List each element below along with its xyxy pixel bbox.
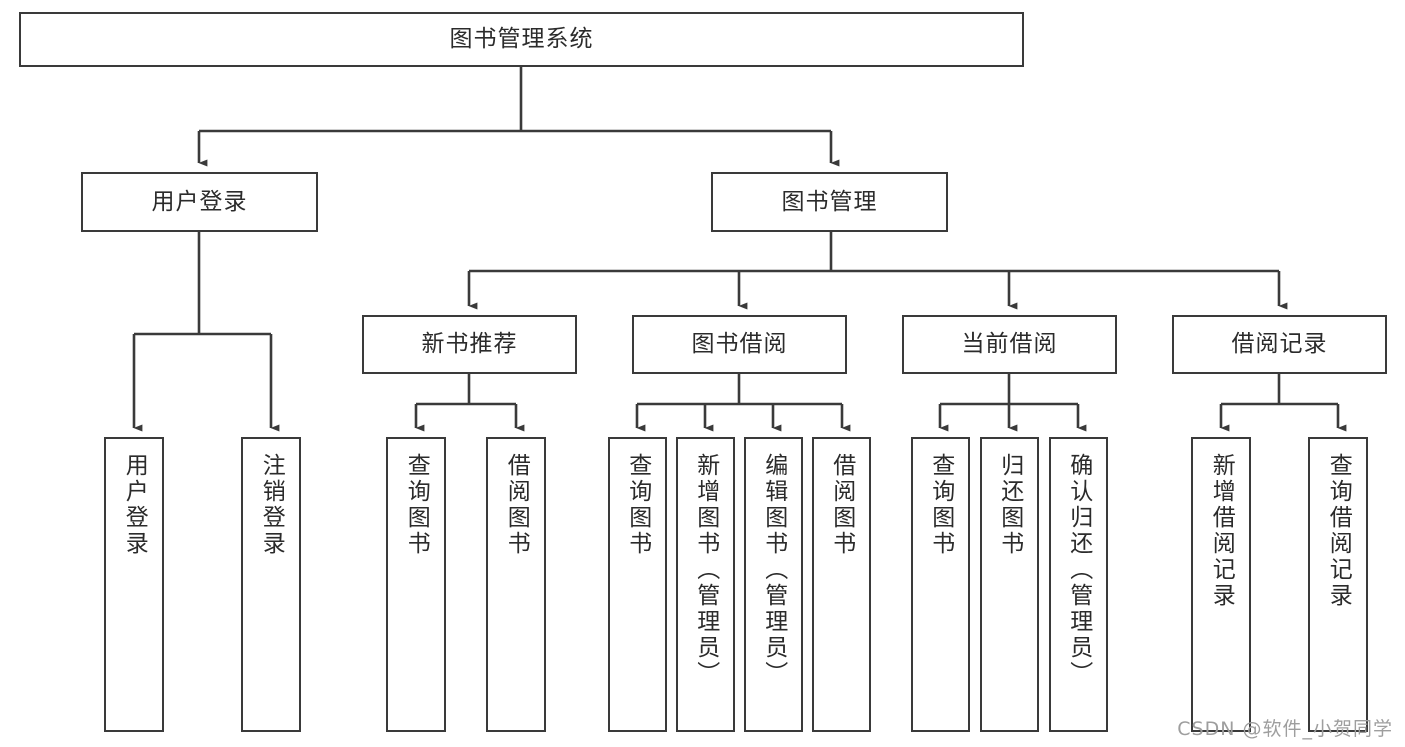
leaf-book-borrow-add[interactable]: 新增图书（管理员） [676,437,735,732]
node-book-borrow-label: 图书借阅 [691,331,788,358]
leaf-current-borrow-query[interactable]: 查询图书 [911,437,970,732]
node-borrow-record[interactable]: 借阅记录 [1172,315,1387,374]
node-current-borrow-label: 当前借阅 [961,331,1058,358]
leaf-current-borrow-query-label: 查询图书 [927,453,954,557]
leaf-user-login-signout-label: 注销登录 [258,453,285,557]
leaf-book-borrow-lend-label: 借阅图书 [828,453,855,557]
node-user-login-label: 用户登录 [151,188,248,215]
leaf-borrow-record-query[interactable]: 查询借阅记录 [1308,437,1368,732]
leaf-current-borrow-return-label: 归还图书 [996,453,1023,557]
leaf-user-login-signin-label: 用户登录 [121,453,148,557]
leaf-book-borrow-add-label: 新增图书（管理员） [692,453,719,687]
leaf-book-borrow-edit[interactable]: 编辑图书（管理员） [744,437,803,732]
node-root-label: 图书管理系统 [449,26,594,53]
leaf-new-book-borrow-label: 借阅图书 [503,453,530,557]
node-current-borrow[interactable]: 当前借阅 [902,315,1117,374]
node-user-login[interactable]: 用户登录 [81,172,318,232]
leaf-borrow-record-query-label: 查询借阅记录 [1325,453,1352,609]
leaf-user-login-signin[interactable]: 用户登录 [104,437,164,732]
leaf-user-login-signout[interactable]: 注销登录 [241,437,301,732]
leaf-current-borrow-confirm-return-label: 确认归还（管理员） [1065,453,1092,687]
leaf-new-book-query[interactable]: 查询图书 [386,437,446,732]
leaf-book-borrow-query[interactable]: 查询图书 [608,437,667,732]
leaf-current-borrow-return[interactable]: 归还图书 [980,437,1039,732]
leaf-current-borrow-confirm-return[interactable]: 确认归还（管理员） [1049,437,1108,732]
leaf-borrow-record-add[interactable]: 新增借阅记录 [1191,437,1251,732]
leaf-new-book-query-label: 查询图书 [403,453,430,557]
node-book-borrow[interactable]: 图书借阅 [632,315,847,374]
leaf-new-book-borrow[interactable]: 借阅图书 [486,437,546,732]
node-root-book-management-system[interactable]: 图书管理系统 [19,12,1024,67]
node-book-management-label: 图书管理 [781,188,878,215]
leaf-book-borrow-edit-label: 编辑图书（管理员） [760,453,787,687]
node-borrow-record-label: 借阅记录 [1231,331,1328,358]
node-book-management[interactable]: 图书管理 [711,172,948,232]
node-new-book-recommend[interactable]: 新书推荐 [362,315,577,374]
leaf-borrow-record-add-label: 新增借阅记录 [1208,453,1235,609]
leaf-book-borrow-query-label: 查询图书 [624,453,651,557]
node-new-book-recommend-label: 新书推荐 [421,331,518,358]
leaf-book-borrow-lend[interactable]: 借阅图书 [812,437,871,732]
